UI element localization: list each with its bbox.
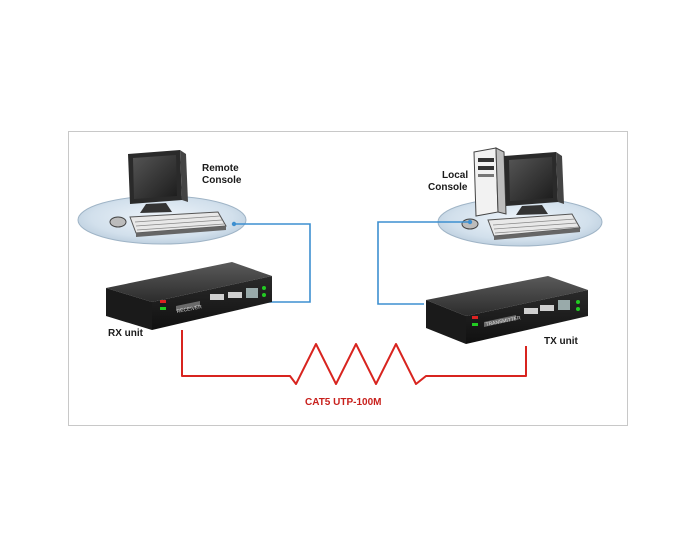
tx-vga-port [558,300,570,310]
remote-console-label: Remote Console [202,163,242,186]
local-console-cable [377,221,470,305]
remote-cable-dot [231,221,237,227]
rx-link-led [160,307,166,310]
remote-console-cable [234,223,311,303]
tx-usb-port [540,305,554,311]
tx-usb-port [524,308,538,314]
local-pc-tower-icon [473,147,507,217]
remote-keyboard-icon [129,211,227,237]
local-console-label: Local [442,170,469,181]
rx-power-led [160,300,166,303]
remote-mouse-icon [109,216,127,228]
local-console [437,147,603,247]
rx-panel-text: RECEIVER [176,304,203,315]
rx-vga-port [246,288,258,298]
remote-console [77,150,247,245]
local-cable-dot [467,219,473,225]
rx-unit-label: RX unit [108,328,143,339]
cat5-cable [181,330,527,385]
rx-usb-port [210,294,224,300]
tx-link-led [472,323,478,326]
tx-unit-device [426,276,588,344]
cat5-cable-label: CAT5 UTP-100M [305,397,382,408]
local-keyboard-icon [487,213,581,240]
rx-usb-port [228,292,242,298]
local-monitor-icon [504,152,564,215]
remote-monitor-icon [128,150,188,213]
tx-power-led [472,316,478,319]
rx-unit-device [106,262,272,330]
local-console-label-line2: Console [428,182,468,193]
tx-unit-label: TX unit [544,336,578,347]
